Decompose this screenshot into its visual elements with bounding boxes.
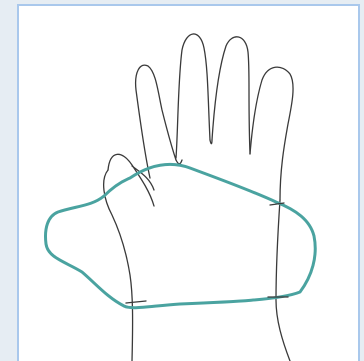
index-finger: [136, 65, 176, 178]
knuckle-line-2: [210, 140, 212, 144]
knuckle-line-1: [176, 160, 182, 164]
crossing-marks: [126, 203, 288, 303]
hand-right-edge: [276, 200, 290, 361]
band-outline: [46, 164, 316, 307]
crossing-mark: [126, 301, 146, 303]
ring-finger: [212, 37, 250, 154]
thumb-left-edge: [104, 170, 133, 361]
middle-finger: [176, 34, 210, 158]
pinky-finger: [250, 67, 293, 200]
